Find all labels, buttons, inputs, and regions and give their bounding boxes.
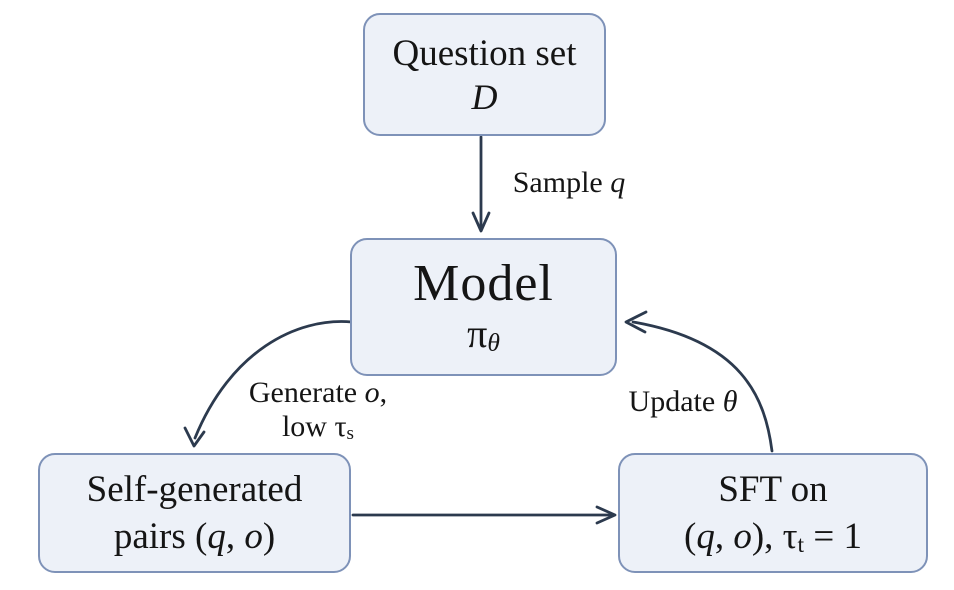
pairs-prefix: pairs ( xyxy=(113,516,208,557)
pi-symbol: π xyxy=(467,310,488,356)
self-generated-line2: pairs (q, o) xyxy=(114,513,275,560)
sample-label-prefix: Sample xyxy=(512,166,611,199)
update-theta-label: Update θ xyxy=(629,385,738,419)
sft-tau-symbol: τ xyxy=(782,516,798,557)
generate-comma: , xyxy=(379,376,388,409)
tau-s-symbol: τ xyxy=(334,410,347,443)
generate-label-line2: low τs xyxy=(249,410,387,448)
model-policy-symbol: πθ xyxy=(467,310,500,358)
low-prefix: low xyxy=(281,410,335,443)
update-label-prefix: Update xyxy=(628,385,723,418)
sft-open-paren: ( xyxy=(684,516,697,557)
pairs-suffix: ) xyxy=(262,516,276,557)
pi-subscript-theta: θ xyxy=(487,328,500,358)
self-generated-line1: Self-generated xyxy=(86,468,303,510)
update-arrowhead-icon xyxy=(624,310,648,334)
model-title: Model xyxy=(413,255,554,313)
sft-mid: ), xyxy=(751,516,783,557)
sft-o-variable: o xyxy=(733,516,752,557)
sample-q-variable: q xyxy=(610,166,626,199)
sft-box: SFT on (q, o), τt = 1 xyxy=(618,453,928,573)
pairs-q-variable: q xyxy=(207,516,226,557)
pairs-o-variable: o xyxy=(244,516,263,557)
self-generated-pairs-box: Self-generated pairs (q, o) xyxy=(38,453,351,573)
sample-q-label: Sample q xyxy=(513,166,626,200)
sft-equals-one: = 1 xyxy=(804,516,862,557)
generate-arrowhead-icon xyxy=(183,426,206,448)
sft-tau-subscript: t xyxy=(797,532,805,559)
model-box: Model πθ xyxy=(350,238,617,376)
generate-o-variable: o xyxy=(364,376,380,409)
sft-line1: SFT on xyxy=(718,468,828,510)
generate-label-line1: Generate o, xyxy=(249,376,387,410)
generate-prefix: Generate xyxy=(248,376,365,409)
sft-line2: (q, o), τt = 1 xyxy=(684,513,862,560)
generate-label: Generate o, low τs xyxy=(249,376,387,448)
dataset-symbol: D xyxy=(471,77,498,117)
update-theta-variable: θ xyxy=(722,385,738,418)
pairs-separator: , xyxy=(225,516,245,557)
sample-arrowhead-icon xyxy=(471,211,491,233)
question-set-title: Question set xyxy=(392,33,577,75)
sft-q-variable: q xyxy=(696,516,715,557)
sft-separator: , xyxy=(714,516,734,557)
tau-s-subscript: s xyxy=(346,423,355,445)
question-set-box: Question set D xyxy=(363,13,606,136)
transfer-arrowhead-icon xyxy=(595,505,617,525)
